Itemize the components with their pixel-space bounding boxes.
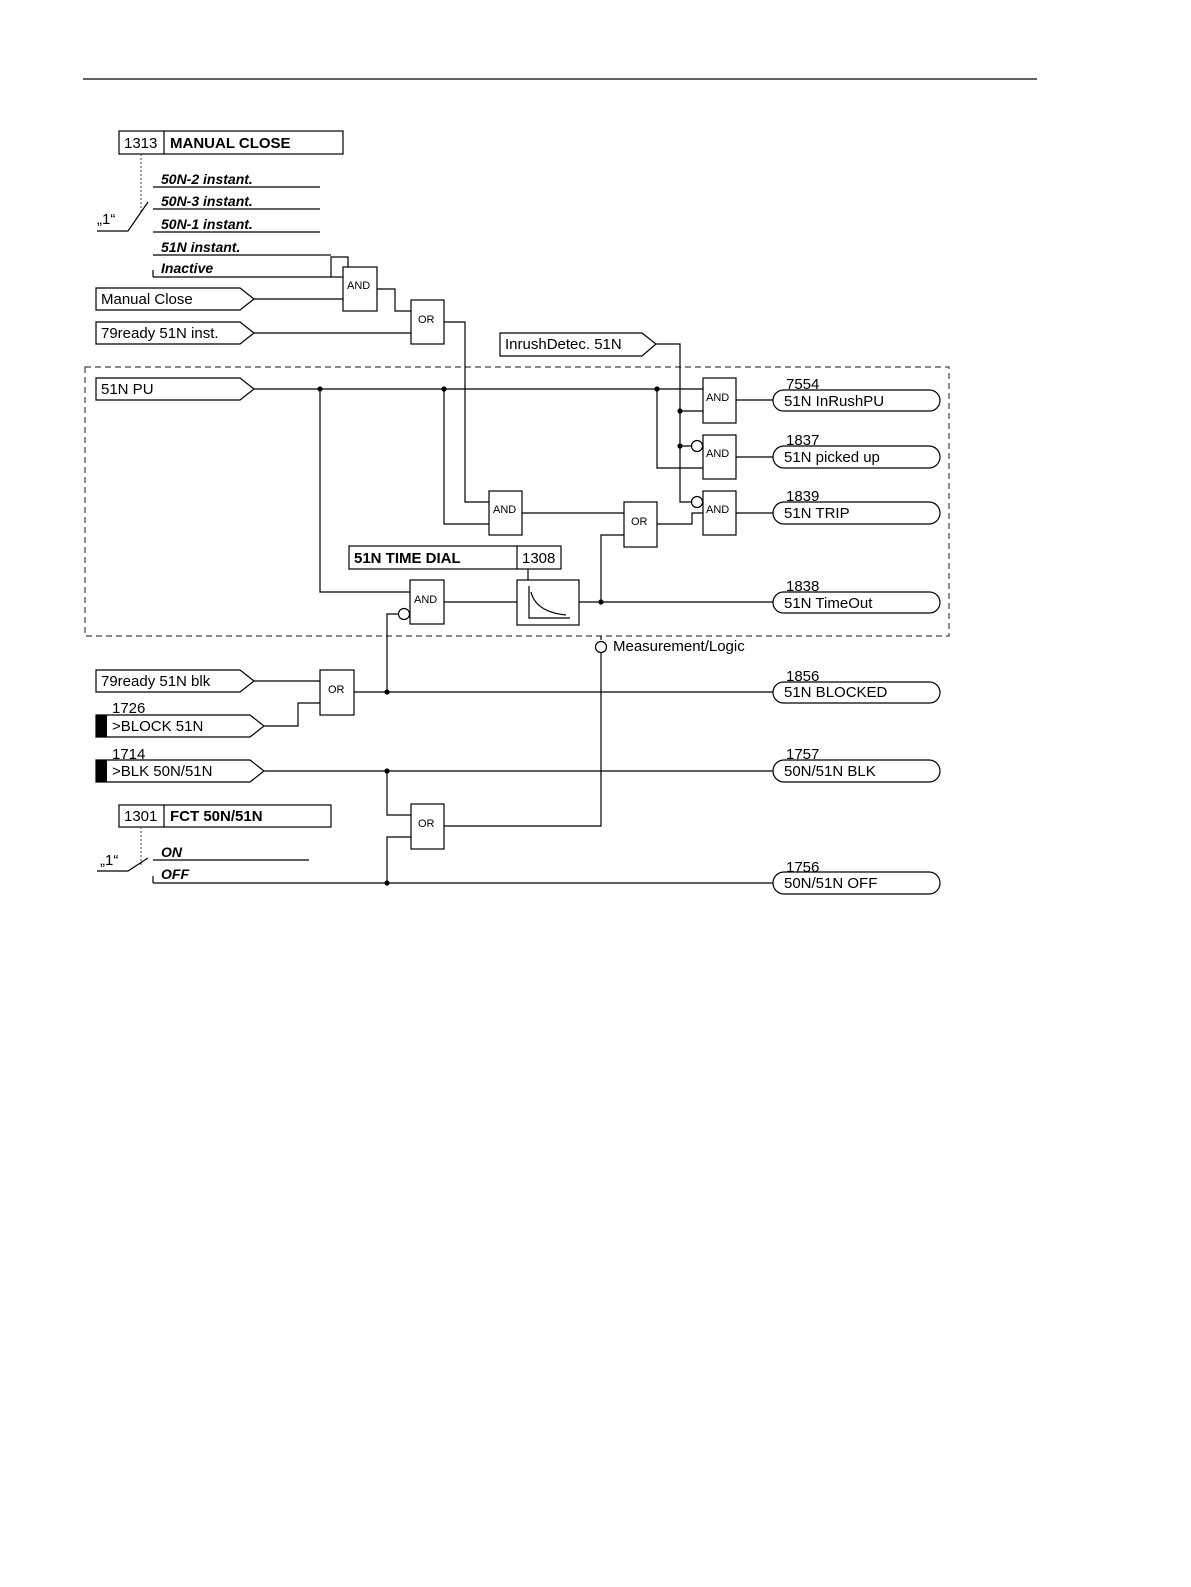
manual-close-options: 50N-2 instant. 50N-3 instant. 50N-1 inst… xyxy=(152,171,320,278)
input-inrush-detec: InrushDetec. 51N xyxy=(499,332,657,357)
svg-text:51N picked up: 51N picked up xyxy=(784,449,880,466)
svg-text:>BLK 50N/51N: >BLK 50N/51N xyxy=(112,763,212,780)
and-gate-manual-close: AND xyxy=(342,266,378,312)
svg-text:50N/51N OFF: 50N/51N OFF xyxy=(784,875,877,892)
input-51n-pu: 51N PU xyxy=(95,377,255,401)
or-gate-trip: OR xyxy=(623,501,658,548)
svg-text:1856: 1856 xyxy=(786,668,819,685)
output-50n51n-off: 1756 50N/51N OFF xyxy=(772,859,941,895)
svg-text:AND: AND xyxy=(706,392,729,404)
svg-text:1838: 1838 xyxy=(786,578,819,595)
svg-text:51N TRIP: 51N TRIP xyxy=(784,505,850,522)
svg-text:InrushDetec. 51N: InrushDetec. 51N xyxy=(505,336,622,353)
manual-close-title: MANUAL CLOSE xyxy=(170,135,291,152)
one-signal-label: „1“ xyxy=(97,211,115,228)
and-gate-time: AND xyxy=(397,579,445,625)
and-gate-inrush-pu: AND xyxy=(702,377,737,424)
and-gate-trip: AND xyxy=(690,490,737,536)
measurement-logic-label: Measurement/Logic xyxy=(613,638,745,655)
measurement-logic-boundary xyxy=(84,366,950,637)
and-gate-instant-trip: AND xyxy=(488,490,523,536)
svg-text:79ready 51N blk: 79ready 51N blk xyxy=(101,673,211,690)
manual-close-number: 1313 xyxy=(124,135,157,152)
fct-parameter: 1301 FCT 50N/51N xyxy=(118,804,332,828)
output-51n-timeout: 1838 51N TimeOut xyxy=(772,578,941,614)
svg-text:OR: OR xyxy=(418,818,435,830)
manual-close-parameter: 1313 MANUAL CLOSE xyxy=(118,130,344,155)
svg-text:1757: 1757 xyxy=(786,746,819,763)
time-dial-title: 51N TIME DIAL xyxy=(354,550,461,567)
input-blk-50n51n: >BLK 50N/51N xyxy=(95,759,265,783)
fct-one-signal: „1“ xyxy=(100,852,118,869)
output-50n51n-blk: 1757 50N/51N BLK xyxy=(772,746,941,783)
input-manual-close: Manual Close xyxy=(95,287,255,311)
wires xyxy=(153,254,773,884)
time-dial-number: 1308 xyxy=(522,550,555,567)
svg-text:79ready 51N inst.: 79ready 51N inst. xyxy=(101,325,219,342)
or-gate-measurement: OR xyxy=(410,803,445,850)
or-gate-blocked: OR xyxy=(319,669,355,716)
svg-text:AND: AND xyxy=(706,504,729,516)
fct-option-off: OFF xyxy=(161,866,189,882)
output-51n-blocked: 1856 51N BLOCKED xyxy=(772,668,941,704)
option-inactive: Inactive xyxy=(161,260,213,276)
svg-text:51N PU: 51N PU xyxy=(101,381,154,398)
option-50n1-instant: 50N-1 instant. xyxy=(161,216,253,232)
measurement-logic-inverter xyxy=(594,640,608,654)
selector-switch xyxy=(97,201,149,232)
time-dial-parameter: 51N TIME DIAL 1308 xyxy=(348,545,562,570)
svg-text:Manual Close: Manual Close xyxy=(101,291,193,308)
svg-text:51N BLOCKED: 51N BLOCKED xyxy=(784,684,888,701)
output-51n-trip: 1839 51N TRIP xyxy=(772,488,941,525)
option-51n-instant: 51N instant. xyxy=(161,239,240,255)
fct-option-on: ON xyxy=(161,844,183,860)
and-gate-picked-up: AND xyxy=(690,434,737,480)
output-51n-inrushpu: 7554 51N InRushPU xyxy=(772,376,941,412)
fct-title: FCT 50N/51N xyxy=(170,808,263,825)
input-79ready-51n-blk: 79ready 51N blk xyxy=(95,669,255,693)
junction-dots xyxy=(317,386,683,886)
svg-text:AND: AND xyxy=(493,504,516,516)
svg-text:AND: AND xyxy=(706,448,729,460)
svg-text:AND: AND xyxy=(414,594,437,606)
svg-text:>BLOCK 51N: >BLOCK 51N xyxy=(112,718,203,735)
svg-text:AND: AND xyxy=(347,280,370,292)
svg-text:7554: 7554 xyxy=(786,376,819,393)
svg-text:1839: 1839 xyxy=(786,488,819,505)
inverse-time-element xyxy=(516,579,580,626)
fct-number: 1301 xyxy=(124,808,157,825)
svg-text:OR: OR xyxy=(631,516,648,528)
block-51n-number: 1726 xyxy=(112,700,145,717)
svg-text:OR: OR xyxy=(418,314,435,326)
option-50n2-instant: 50N-2 instant. xyxy=(161,171,253,187)
svg-text:51N TimeOut: 51N TimeOut xyxy=(784,595,873,612)
or-gate-instant: OR xyxy=(410,299,445,345)
input-block-51n: >BLOCK 51N xyxy=(95,714,265,738)
svg-text:OR: OR xyxy=(328,684,345,696)
svg-text:1837: 1837 xyxy=(786,432,819,449)
blk-50n51n-number: 1714 xyxy=(112,746,145,763)
option-50n3-instant: 50N-3 instant. xyxy=(161,193,253,209)
svg-text:51N InRushPU: 51N InRushPU xyxy=(784,393,884,410)
svg-text:50N/51N BLK: 50N/51N BLK xyxy=(784,763,876,780)
input-79ready-51n-inst: 79ready 51N inst. xyxy=(95,321,255,345)
output-51n-picked-up: 1837 51N picked up xyxy=(772,432,941,469)
fct-selector-switch xyxy=(97,857,149,872)
